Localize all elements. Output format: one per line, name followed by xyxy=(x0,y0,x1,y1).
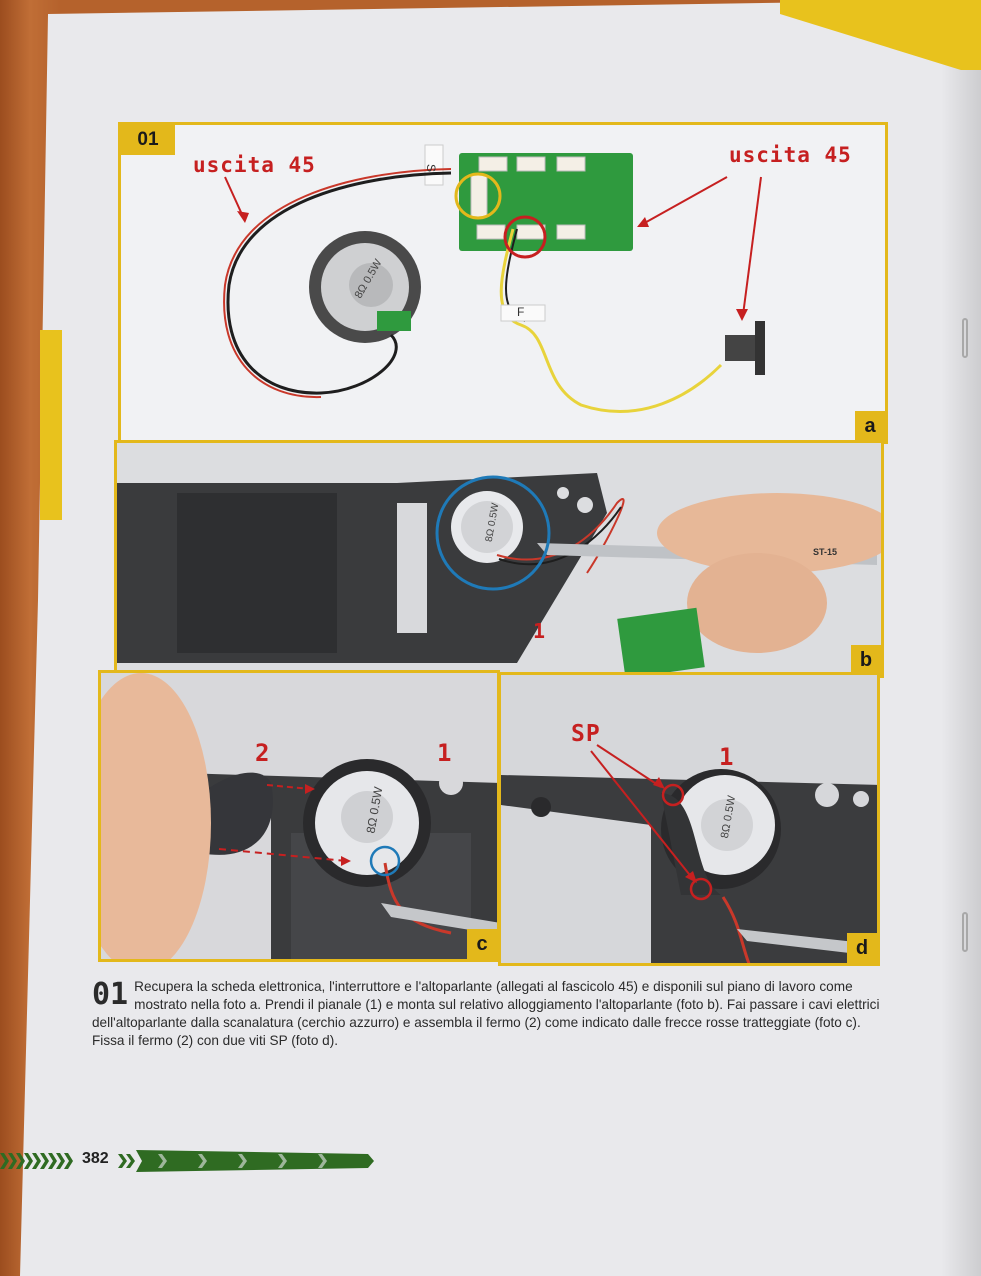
retainer-part-2 xyxy=(191,772,273,855)
part-number-1-d: 1 xyxy=(719,743,734,771)
photo-c-illustration xyxy=(101,673,497,959)
photo-label-d: d xyxy=(847,933,877,963)
photo-label-b: b xyxy=(851,645,881,675)
photo-b-illustration xyxy=(117,473,881,675)
blue-highlight-circle xyxy=(369,845,401,877)
callout-screw-sp: SP xyxy=(571,721,601,747)
instruction-step-mark: 01 xyxy=(92,977,129,1012)
photo-d-illustration xyxy=(501,744,877,963)
photo-label-a: a xyxy=(855,411,885,441)
screw-marker-1 xyxy=(661,783,685,807)
staple-top xyxy=(962,318,968,358)
page-binding-shadow xyxy=(941,0,981,1276)
step-number-tag: 01 xyxy=(121,125,175,155)
callout-output-left: uscita 45 xyxy=(193,153,316,177)
instruction-text: Recupera la scheda elettronica, l'interr… xyxy=(92,979,880,1048)
screw-marker-2 xyxy=(689,877,713,901)
callout-output-right: uscita 45 xyxy=(729,143,852,167)
photo-c: 2 1 8Ω 0.5W c xyxy=(98,670,500,962)
photo-a: 01 uscita 45 uscita 45 S F 8Ω 0.5W a xyxy=(118,122,888,444)
staple-bottom xyxy=(962,912,968,952)
footer-chevrons-left-icon xyxy=(0,1153,73,1169)
photo-label-c: c xyxy=(467,929,497,959)
photo-b: 1 ST-15 8Ω 0.5W b xyxy=(114,440,884,678)
blue-highlight-circle xyxy=(435,475,551,591)
hand xyxy=(101,673,211,959)
wire-label-f: F xyxy=(517,305,525,319)
photo-d: SP 1 8Ω 0.5W d xyxy=(498,672,880,966)
footer-chevrons-right-icon xyxy=(118,1150,374,1172)
red-highlight-circle xyxy=(503,215,547,259)
retainer-part-2 xyxy=(661,793,721,895)
photo-a-illustration xyxy=(223,144,765,413)
page-number: 382 xyxy=(82,1150,109,1167)
instruction-paragraph: 01 Recupera la scheda elettronica, l'int… xyxy=(92,978,882,1050)
tweezers xyxy=(381,903,497,935)
hand xyxy=(657,493,881,573)
yellow-side-band xyxy=(40,330,62,520)
part-number-1-c: 1 xyxy=(437,739,452,767)
part-number-1-b: 1 xyxy=(533,619,546,643)
tweezers xyxy=(737,929,877,957)
part-number-2-c: 2 xyxy=(255,739,270,767)
tweezers-marking: ST-15 xyxy=(813,547,838,557)
yellow-highlight-circle xyxy=(454,172,502,220)
wire-label-s: S xyxy=(424,163,439,173)
